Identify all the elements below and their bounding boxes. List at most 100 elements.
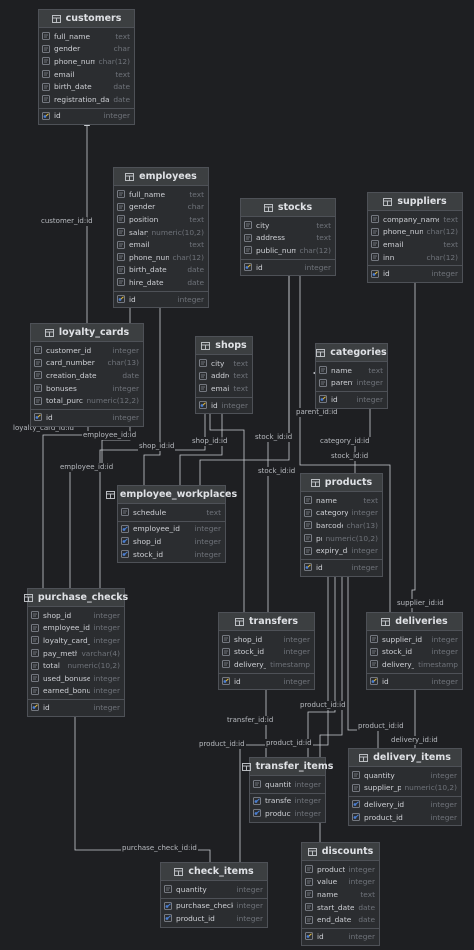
- table-discounts[interactable]: discounts product_idintegervalueintegerna…: [301, 842, 380, 946]
- table-suppliers[interactable]: suppliers company_nametextphone_numbercha…: [367, 192, 463, 283]
- column-price[interactable]: pricenumeric(10,2): [301, 532, 382, 545]
- table-header[interactable]: discounts: [302, 843, 379, 861]
- table-header[interactable]: stocks: [241, 199, 335, 217]
- table-header[interactable]: delivery_items: [349, 749, 461, 767]
- table-check-items[interactable]: check_items quantityintegerpurchase_check…: [160, 862, 268, 928]
- table-header[interactable]: employees: [114, 168, 208, 186]
- table-header[interactable]: shops: [196, 337, 252, 355]
- column-delivery-time[interactable]: delivery_timetimestamp: [367, 658, 462, 671]
- table-header[interactable]: transfer_items: [241, 758, 333, 776]
- column-barcode[interactable]: barcodechar(13): [301, 519, 382, 532]
- table-header[interactable]: products: [301, 474, 382, 492]
- table-header[interactable]: customers: [39, 10, 134, 28]
- column-salary[interactable]: salarynumeric(10,2): [114, 226, 208, 239]
- column-delivery-time[interactable]: delivery_timetimestamp: [219, 658, 314, 671]
- table-header[interactable]: suppliers: [368, 193, 462, 211]
- table-header[interactable]: loyalty_cards: [31, 324, 143, 342]
- table-delivery-items[interactable]: delivery_items quantityintegersupplier_pr…: [348, 748, 462, 827]
- column-supplier-price[interactable]: supplier_pricenumeric(10,2): [349, 782, 461, 795]
- column-expiry-days[interactable]: expiry_daysinteger: [301, 544, 382, 557]
- table-header[interactable]: deliveries: [367, 613, 462, 631]
- table-header[interactable]: purchase_checks: [23, 589, 128, 607]
- table-stocks[interactable]: stockscitytextaddresstextpublic_numberch…: [240, 198, 336, 277]
- table-header[interactable]: check_items: [161, 863, 267, 881]
- table-shops[interactable]: shops citytextaddresstextemailtextidinteg…: [195, 336, 253, 415]
- table-header[interactable]: transfers: [219, 613, 314, 631]
- table-categories[interactable]: categories nametextparent_idintegeridinte…: [315, 343, 388, 409]
- table-products[interactable]: products nametextcategory_idintegerbarcod…: [300, 473, 383, 577]
- table-header[interactable]: categories: [316, 344, 387, 362]
- column-pay-method[interactable]: pay_methodvarchar(4): [28, 647, 124, 660]
- table-header[interactable]: employee_workplaces: [105, 486, 237, 504]
